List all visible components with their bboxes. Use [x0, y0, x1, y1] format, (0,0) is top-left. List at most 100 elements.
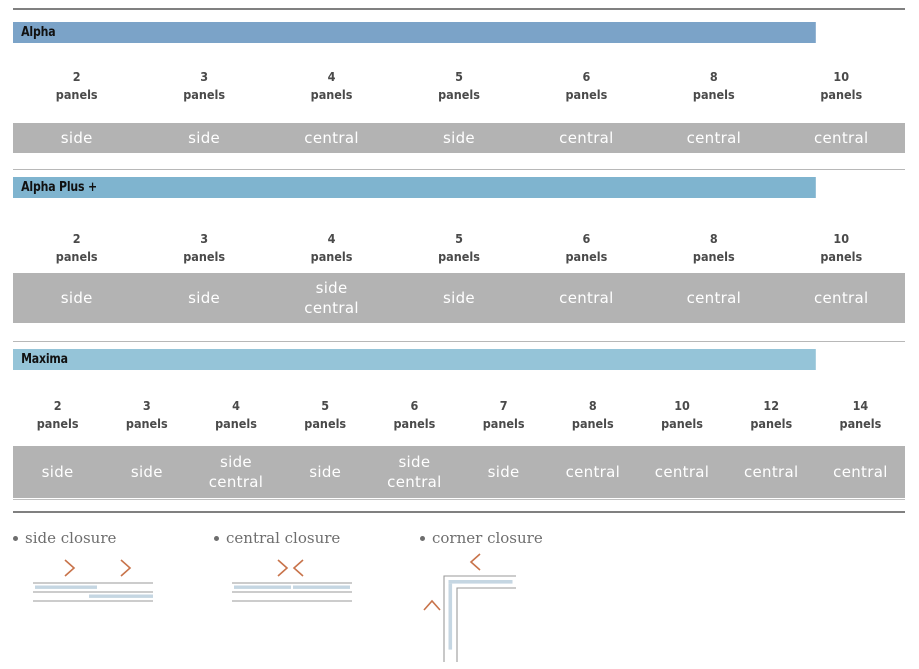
legend-label-wrapper: side closure [13, 528, 116, 548]
closure-value: central [813, 129, 869, 147]
column-header: 2 panels [13, 68, 140, 104]
panel-count: 8 [709, 69, 718, 84]
panel-unit: panels [482, 416, 525, 431]
closure-value: side central [387, 453, 442, 491]
closure-value: central [833, 463, 888, 481]
bullet-icon [214, 535, 219, 541]
panel-count: 14 [852, 398, 869, 413]
closure-value: central [565, 463, 621, 481]
bullet-icon [420, 535, 425, 541]
panel-count: 12 [763, 398, 780, 413]
closure-value: central [654, 463, 710, 481]
panel-count: 2 [72, 69, 81, 84]
panel-count: 2 [72, 231, 81, 246]
column-header: 8 panels [548, 397, 637, 433]
panel-count: 3 [200, 69, 209, 84]
column-header: 6 panels [523, 68, 650, 104]
legend-item-central-closure: central closure [214, 528, 352, 602]
closure-value: central [686, 129, 742, 147]
panel-count: 8 [709, 231, 718, 246]
panel-count: 6 [582, 69, 591, 84]
closure-value: side [41, 463, 74, 481]
closure-value: side central [304, 279, 359, 317]
closure-row-alpha-plus: side side side central side central cent… [13, 273, 905, 323]
column-header: 2 panels [13, 230, 140, 266]
panel-unit: panels [661, 416, 703, 431]
panel-unit: panels [571, 416, 614, 431]
closure-value: side [188, 289, 221, 307]
column-header: 10 panels [637, 397, 726, 433]
panel-count: 10 [833, 69, 850, 84]
panel-unit: panels [125, 416, 168, 431]
bullet-icon [13, 535, 18, 541]
column-header: 4 panels [191, 397, 280, 433]
closure-value: central [686, 289, 742, 307]
closure-value: side [487, 463, 520, 481]
column-header: 3 panels [102, 397, 191, 433]
column-header: 3 panels [140, 230, 267, 266]
section-divider [13, 169, 905, 170]
legend-item-side-closure: side closure [13, 528, 153, 602]
panel-count: 6 [410, 398, 419, 413]
panel-unit: panels [215, 416, 257, 431]
legend-divider-thick [13, 511, 905, 513]
legend-label-wrapper: central closure [214, 528, 340, 548]
panel-count: 3 [142, 398, 151, 413]
side-closure-diagram [13, 554, 173, 618]
column-header: 14 panels [816, 397, 905, 433]
column-header: 5 panels [281, 397, 370, 433]
closure-value: side [130, 463, 163, 481]
legend: side closure central closure [0, 528, 919, 669]
panel-count: 5 [455, 231, 463, 246]
panel-unit: panels [565, 87, 608, 102]
panel-unit: panels [310, 87, 353, 102]
column-headers-maxima: 2 panels 3 panels 4 panels 5 panels 6 pa… [13, 397, 905, 433]
panel-unit: panels [393, 416, 436, 431]
closure-value: central [813, 289, 869, 307]
column-header: 5 panels [395, 230, 522, 266]
panel-unit: panels [438, 87, 480, 102]
panel-count: 6 [582, 231, 591, 246]
legend-label: corner closure [432, 529, 543, 547]
column-header: 12 panels [727, 397, 816, 433]
closure-value: side [443, 289, 475, 307]
panel-count: 4 [327, 231, 336, 246]
closure-row-maxima: side side side central side side central… [13, 446, 905, 498]
closure-value: central [304, 129, 359, 147]
panel-unit: panels [310, 249, 353, 264]
closure-value: side [188, 129, 221, 147]
closure-value: central [559, 289, 614, 307]
panel-unit: panels [839, 416, 882, 431]
panel-count: 8 [588, 398, 597, 413]
panel-unit: panels [183, 87, 226, 102]
panel-count: 5 [321, 398, 330, 413]
panel-unit: panels [36, 416, 79, 431]
panel-count: 4 [327, 69, 336, 84]
corner-closure-diagram [420, 550, 550, 666]
section-divider [13, 341, 905, 342]
column-header: 2 panels [13, 397, 102, 433]
panel-count: 10 [674, 398, 690, 413]
panel-unit: panels [565, 249, 608, 264]
column-header: 10 panels [778, 230, 905, 266]
panel-count: 4 [232, 398, 240, 413]
closure-value: side [443, 129, 475, 147]
column-header: 4 panels [268, 68, 395, 104]
panel-unit: panels [692, 87, 735, 102]
panel-unit: panels [820, 249, 863, 264]
panel-count: 5 [455, 69, 463, 84]
closure-value: side [309, 463, 342, 481]
closure-row-alpha: side side central side central central c… [13, 123, 905, 153]
panel-unit: panels [183, 249, 226, 264]
panel-unit: panels [304, 416, 347, 431]
column-header: 3 panels [140, 68, 267, 104]
legend-label: central closure [226, 529, 341, 547]
closure-value: central [559, 129, 614, 147]
panel-count: 7 [499, 398, 508, 413]
column-headers-alpha-plus: 2 panels 3 panels 4 panels 5 panels 6 pa… [13, 230, 905, 266]
legend-label: side closure [25, 529, 117, 547]
column-header: 7 panels [459, 397, 548, 433]
closure-value: side central [208, 453, 264, 491]
column-header: 10 panels [778, 68, 905, 104]
panel-unit: panels [438, 249, 480, 264]
